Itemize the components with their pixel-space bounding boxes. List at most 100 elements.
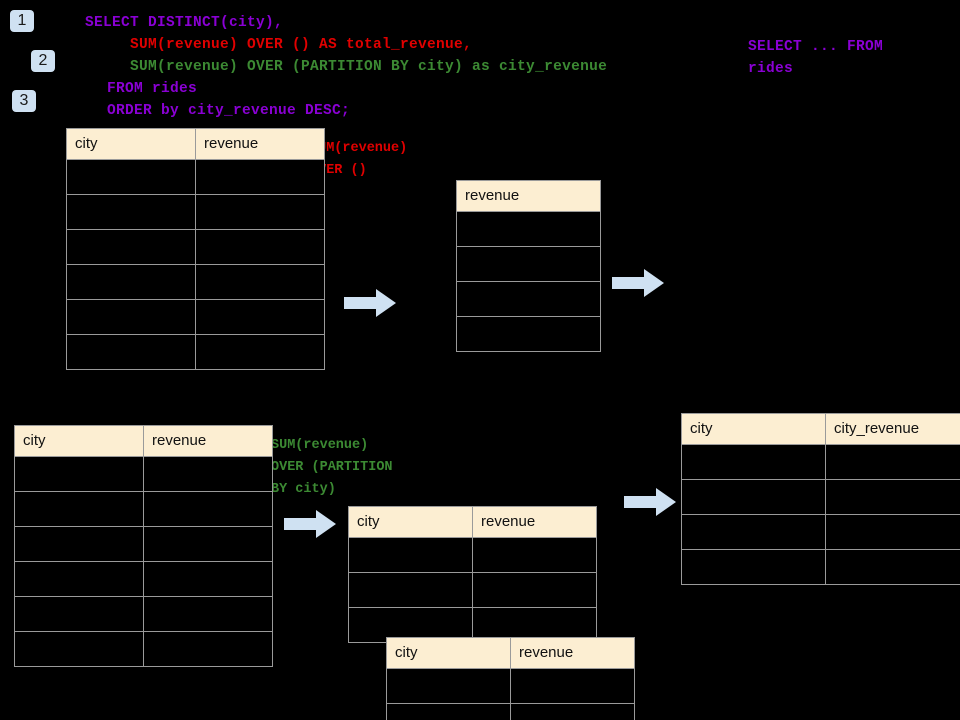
table-row: [348, 572, 597, 608]
table-cell: [510, 703, 635, 720]
table-cell: [14, 491, 144, 527]
table-cell: [456, 246, 601, 282]
step-badge-1: 1: [10, 10, 34, 32]
table-cell: [348, 572, 473, 608]
table-row: [14, 561, 273, 597]
sql-line-5: ORDER by city_revenue DESC;: [107, 103, 351, 119]
table-row: [681, 514, 960, 550]
table-cell: [472, 572, 597, 608]
table-row: [348, 537, 597, 573]
table-cell: [195, 229, 325, 265]
table-cell: [825, 514, 960, 550]
table-cell: [66, 299, 196, 335]
table-cell: [195, 264, 325, 300]
table-cell: [681, 514, 826, 550]
table-cell: [681, 444, 826, 480]
step-badge-2: 2: [31, 50, 55, 72]
column-header-city: city: [386, 637, 511, 669]
table-row: [14, 596, 273, 632]
column-header-city: city: [681, 413, 826, 445]
column-header-revenue: revenue: [143, 425, 273, 457]
sum-over-partition: SUM(revenue) OVER (PARTITION BY city): [271, 438, 393, 497]
arrow-total-to-result: [612, 269, 664, 297]
column-header-revenue: revenue: [510, 637, 635, 669]
table-row: [14, 456, 273, 492]
sql-line-2: SUM(revenue) OVER () AS total_revenue,: [130, 37, 473, 53]
table-cell: [681, 479, 826, 515]
table-cell: [386, 668, 511, 704]
table-cell: [195, 299, 325, 335]
column-header-revenue: revenue: [472, 506, 597, 538]
table-row: [14, 491, 273, 527]
table-cell: [14, 561, 144, 597]
table-cell: [143, 561, 273, 597]
table-header-row: revenue: [456, 180, 601, 212]
table-cell: [66, 229, 196, 265]
table-row: [681, 444, 960, 480]
table-total-revenue: revenue: [456, 180, 601, 352]
table-row: [66, 229, 325, 265]
column-header-city: city: [66, 128, 196, 160]
arrow-source-to-partition: [284, 510, 336, 538]
table-cell: [195, 194, 325, 230]
table-cell: [386, 703, 511, 720]
table-cell: [143, 526, 273, 562]
table-cell: [825, 549, 960, 585]
table-cell: [456, 281, 601, 317]
table-cell: [66, 334, 196, 370]
table-row: [66, 159, 325, 195]
table-row: [66, 194, 325, 230]
table-cell: [825, 444, 960, 480]
table-row: [14, 631, 273, 667]
arrow-source-to-total: [344, 289, 396, 317]
column-header-revenue: revenue: [195, 128, 325, 160]
table-row: [66, 299, 325, 335]
table-cell: [456, 316, 601, 352]
table-cell: [14, 631, 144, 667]
table-cell: [510, 668, 635, 704]
table-row: [456, 246, 601, 282]
table-cell: [14, 456, 144, 492]
table-cell: [825, 479, 960, 515]
sql-line-4: FROM rides: [107, 81, 198, 97]
table-cell: [14, 596, 144, 632]
sql-line-3: SUM(revenue) OVER (PARTITION BY city) as…: [130, 59, 608, 75]
arrow-partition-to-result: [624, 488, 676, 516]
table-cell: [143, 631, 273, 667]
sql-line-1: SELECT DISTINCT(city),: [85, 15, 284, 31]
sql-side-note: SELECT ... FROM rides: [748, 39, 884, 77]
table-cell: [143, 491, 273, 527]
table-cell: [66, 264, 196, 300]
table-cell: [681, 549, 826, 585]
column-header-city: city: [348, 506, 473, 538]
step-badge-3: 3: [12, 90, 36, 112]
table-cell: [143, 596, 273, 632]
table-cell: [472, 537, 597, 573]
table-row: [456, 281, 601, 317]
table-row: [14, 526, 273, 562]
table-row: [386, 703, 635, 720]
table-cell: [143, 456, 273, 492]
table-row: [66, 264, 325, 300]
table-row: [66, 334, 325, 370]
column-header-city: city: [14, 425, 144, 457]
table-cell: [195, 159, 325, 195]
table-row: [386, 668, 635, 704]
table-cell: [456, 211, 601, 247]
table-cell: [66, 159, 196, 195]
column-header-revenue: revenue: [456, 180, 601, 212]
table-cell: [195, 334, 325, 370]
table-row: [456, 211, 601, 247]
table-row: [456, 316, 601, 352]
